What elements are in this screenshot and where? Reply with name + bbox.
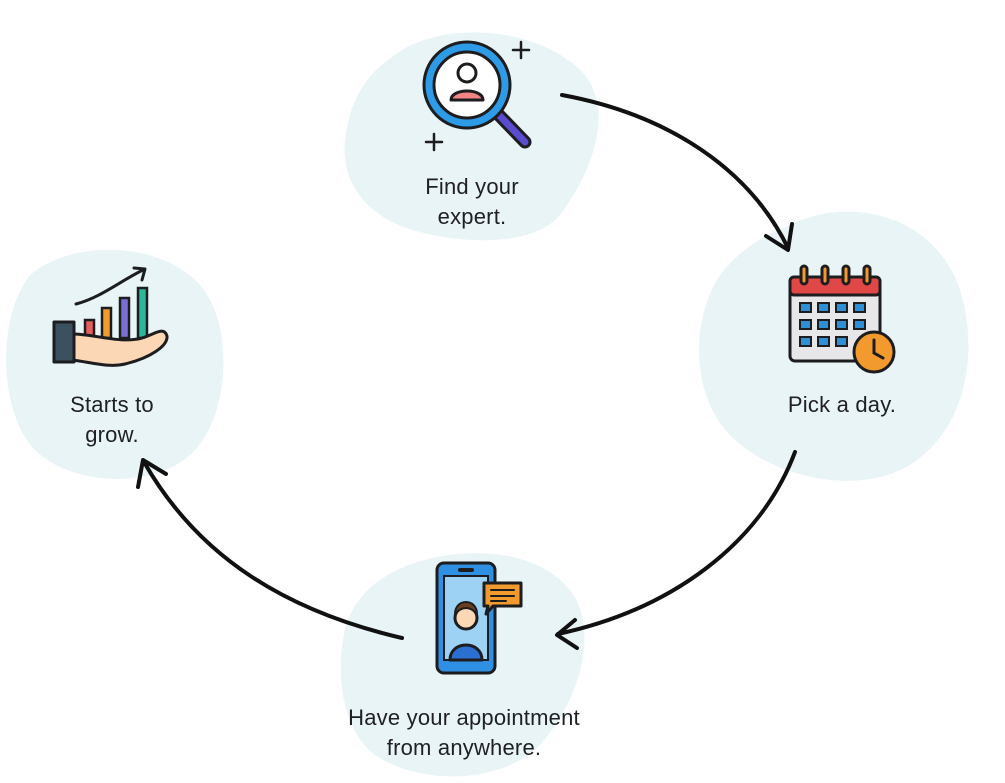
step-label-line: Starts to (70, 392, 154, 417)
step-label-line: Find your (425, 174, 519, 199)
magnifier-user-icon (422, 40, 532, 152)
step-label-line: Have your appointment (348, 705, 580, 730)
calendar-clock-icon (788, 264, 896, 374)
step-label-line: from anywhere. (386, 735, 542, 760)
phone-video-call-icon (435, 561, 523, 675)
step-label-grow: Starts to grow. (32, 390, 192, 450)
arrow-pick-to-appointment (556, 450, 797, 636)
step-label-line: Pick a day. (787, 392, 897, 417)
arrowhead-pick-to-appointment (555, 618, 579, 650)
step-label-find-expert: Find your expert. (372, 172, 572, 232)
arrowhead-appointment-to-grow (136, 458, 168, 489)
arrowhead-find-to-pick (764, 222, 794, 252)
arrow-appointment-to-grow (142, 460, 404, 640)
step-label-line: grow. (85, 422, 139, 447)
blob-find-expert (344, 32, 599, 241)
hand-growth-chart-icon (52, 266, 169, 367)
step-label-pick-day: Pick a day. (742, 390, 942, 420)
arrow-find-to-pick (560, 93, 790, 250)
step-label-line: expert. (437, 204, 507, 229)
step-label-appointment: Have your appointment from anywhere. (284, 703, 644, 763)
